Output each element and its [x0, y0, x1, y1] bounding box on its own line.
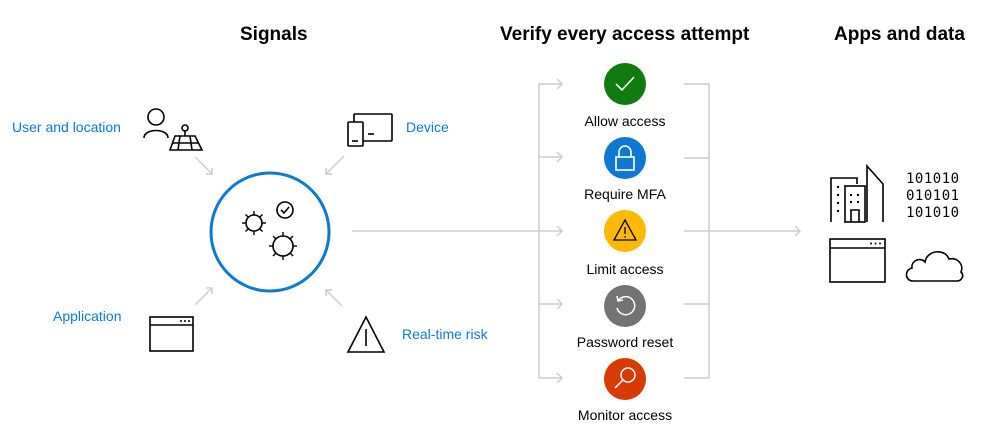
- arrow-user-to-hub: [194, 156, 213, 175]
- signals-heading: Signals: [240, 24, 308, 45]
- apps-heading: Apps and data: [834, 24, 965, 45]
- arrow-device-to-hub: [325, 155, 345, 175]
- warning-triangle-icon: [346, 315, 386, 353]
- cloud-icon: [905, 251, 964, 282]
- limit-access-node: [604, 210, 646, 252]
- merge-lines: [684, 83, 709, 379]
- arrow-risk-to-hub: [325, 289, 343, 307]
- action-label-allow: Allow access: [584, 113, 666, 129]
- search-icon: [614, 367, 636, 389]
- password-reset-node: [604, 285, 646, 327]
- monitor-access-node: [604, 358, 646, 400]
- app-window-icon: [829, 238, 886, 283]
- arrow-app-to-hub: [194, 287, 213, 306]
- binary-line: 010101: [906, 188, 960, 204]
- buildings-icon: [830, 164, 884, 223]
- action-label-mfa: Require MFA: [584, 186, 666, 202]
- action-label-password: Password reset: [576, 334, 674, 350]
- policy-engine-hub: [209, 171, 331, 293]
- signal-label-real-time-risk: Real-time risk: [402, 326, 488, 342]
- signal-label-user-location: User and location: [12, 119, 121, 135]
- allow-access-button: [604, 63, 646, 105]
- binary-line: 101010: [906, 171, 960, 187]
- binary-data-icon: 101010 010101 101010: [906, 171, 960, 222]
- verify-heading: Verify every access attempt: [500, 24, 750, 45]
- action-label-limit: Limit access: [586, 261, 664, 277]
- checkmark-icon: [615, 76, 635, 92]
- lock-icon: [615, 145, 635, 171]
- branch-arrows: [539, 78, 564, 384]
- signal-label-device: Device: [406, 119, 449, 135]
- device-icon: [347, 113, 393, 147]
- action-label-monitor: Monitor access: [577, 407, 673, 423]
- signal-label-application: Application: [53, 308, 122, 324]
- binary-line: 101010: [906, 205, 960, 221]
- application-window-icon: [149, 316, 194, 352]
- user-location-icon: [143, 108, 204, 151]
- require-mfa-node: [604, 137, 646, 179]
- policy-engine-gears-icon: [242, 201, 297, 260]
- warning-icon: [612, 218, 638, 241]
- reset-icon: [616, 295, 636, 316]
